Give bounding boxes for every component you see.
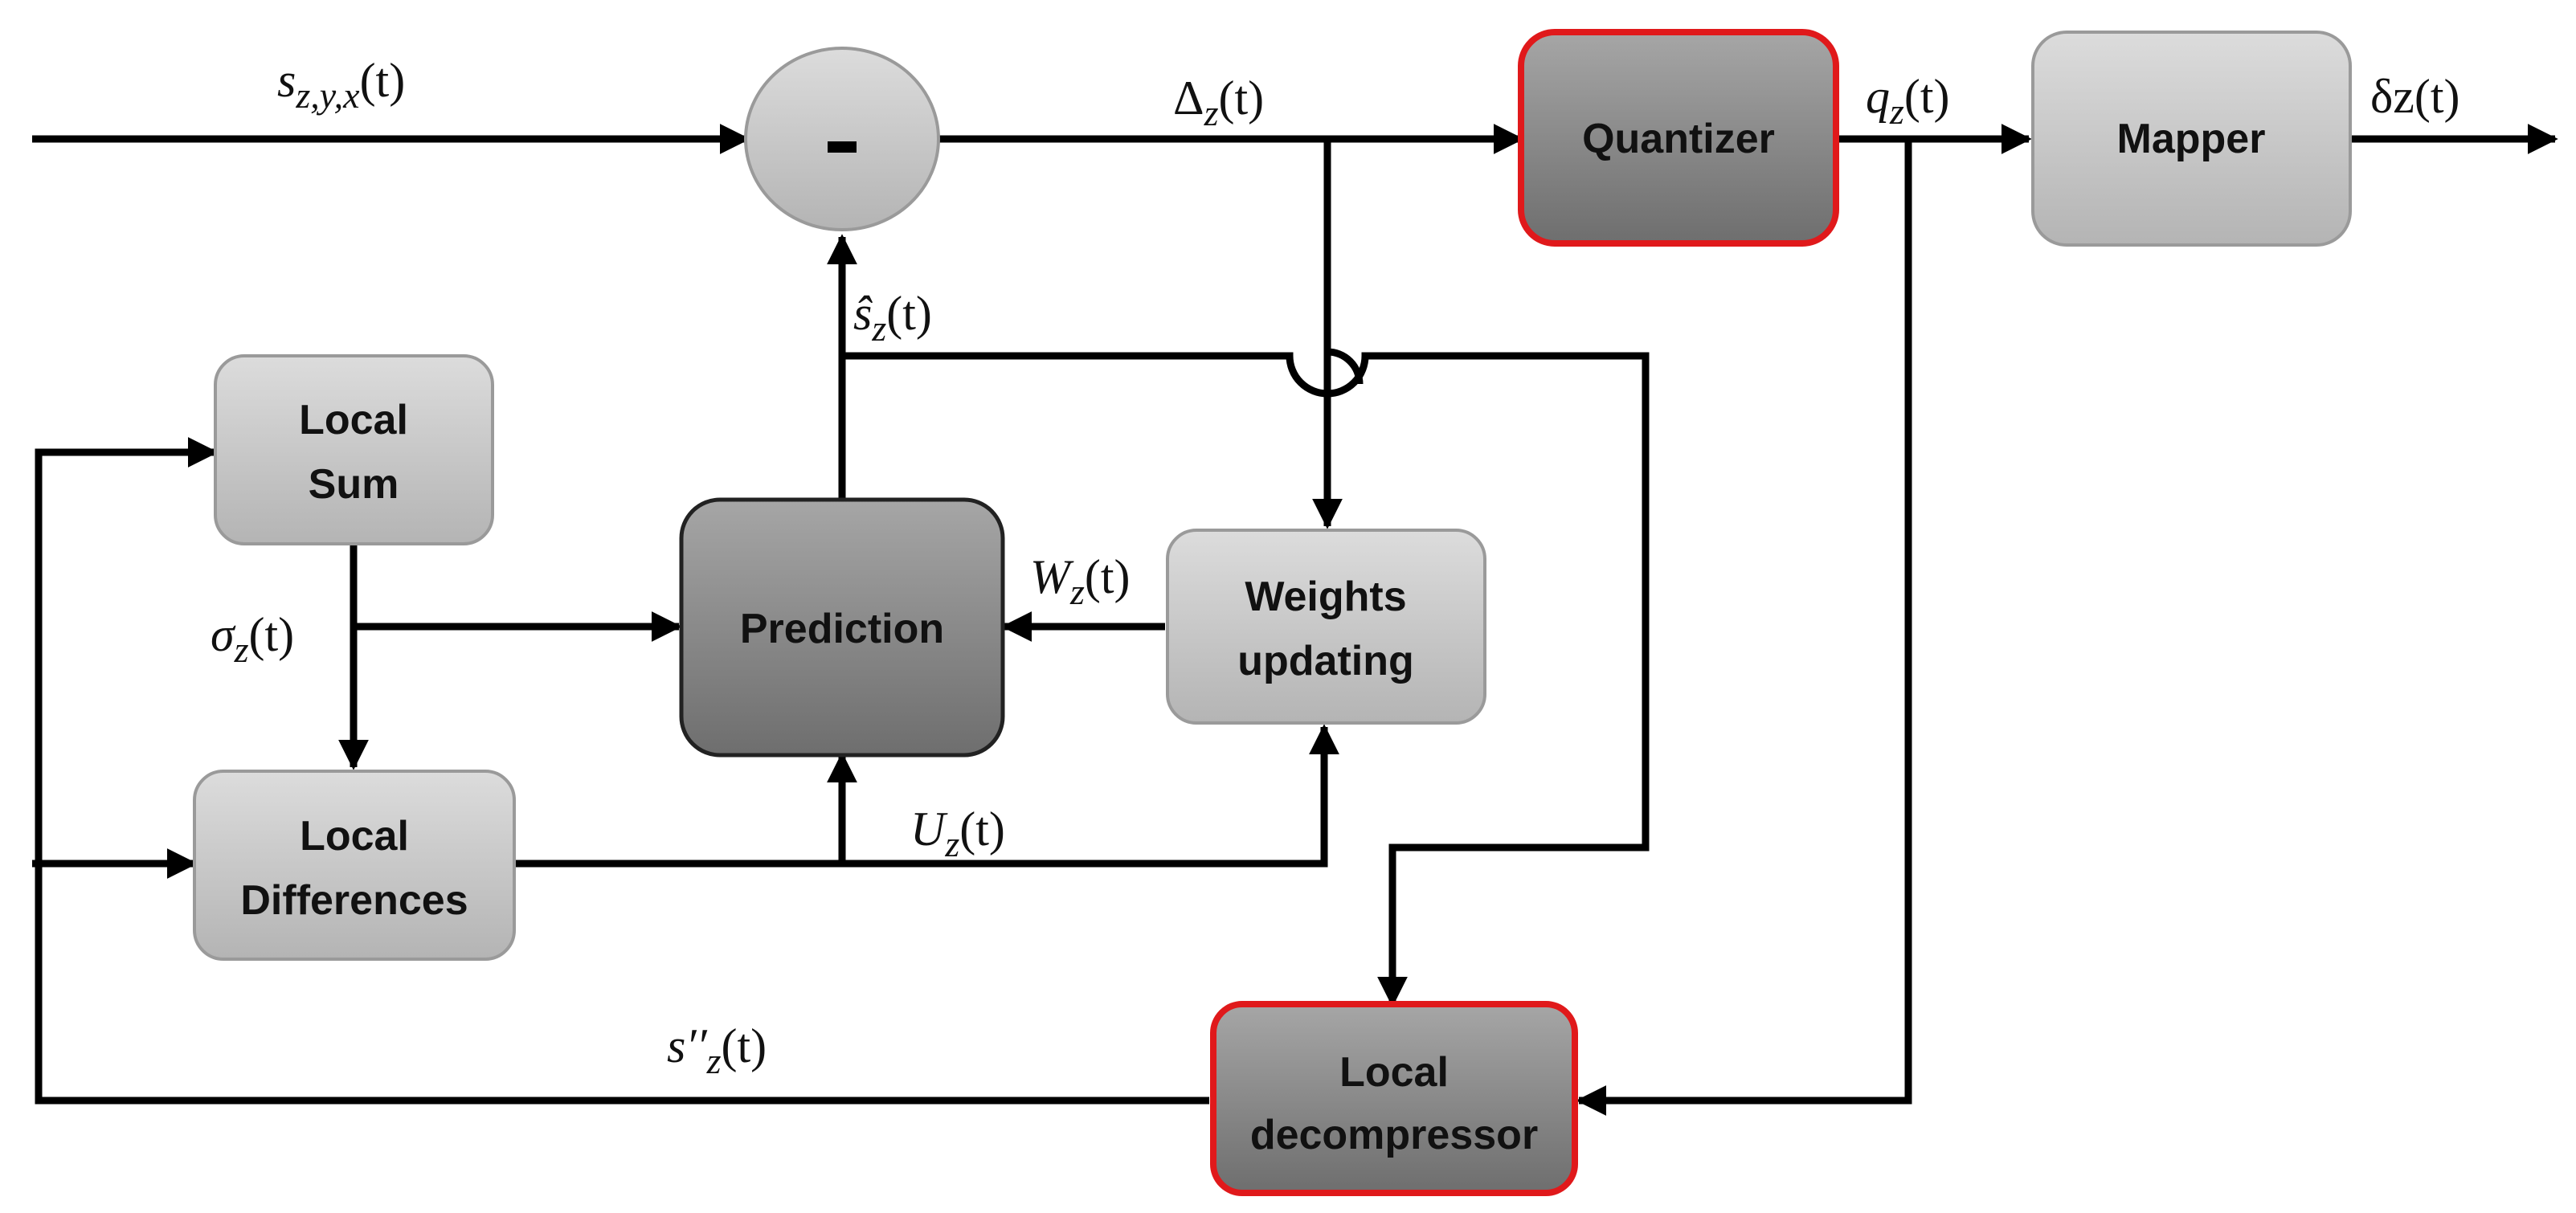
signal-label-local-diff: Uz(t): [910, 803, 1005, 864]
weights-updating-label-line1: Weights: [1245, 574, 1406, 620]
wire-residual-to-weights: [1323, 139, 1364, 385]
wire-quantized-to-decompressor: [1576, 139, 1912, 1116]
local-decompressor-block: Local decompressor: [1210, 1001, 1578, 1196]
local-sum-label-line1: Local: [299, 397, 408, 443]
subtractor: [744, 47, 940, 231]
signal-label-quantized: qz(t): [1866, 70, 1950, 132]
wire-feedback-to-localsum: [35, 437, 1209, 1105]
prediction-block: Prediction: [679, 497, 1005, 758]
signal-label-input: sz,y,x(t): [277, 54, 405, 116]
local-differences-block: Local Differences: [193, 770, 516, 961]
weights-updating-label-line2: updating: [1237, 638, 1414, 684]
signal-label-local-sum: σz(t): [211, 608, 294, 670]
local-differences-label-line2: Differences: [240, 877, 468, 924]
local-decompressor-label-line2: decompressor: [1250, 1112, 1538, 1158]
quantizer-block: Quantizer: [1518, 29, 1839, 247]
signal-label-weights: Wz(t): [1030, 550, 1131, 612]
signal-label-prediction: ŝz(t): [853, 287, 932, 349]
wire-prediction-to-decompressor: [842, 352, 1650, 1007]
signal-label-output: δz(t): [2370, 70, 2460, 123]
wires: [32, 124, 2558, 1116]
prediction-label: Prediction: [740, 606, 944, 652]
local-decompressor-label-line1: Local: [1339, 1049, 1449, 1096]
mapper-block: Mapper: [2031, 31, 2352, 247]
local-sum-label-line2: Sum: [309, 461, 399, 508]
quantizer-label: Quantizer: [1582, 116, 1775, 162]
local-differences-label-line1: Local: [300, 813, 409, 860]
weights-updating-block: Weights updating: [1166, 529, 1486, 725]
mapper-label: Mapper: [2117, 116, 2266, 162]
subtractor-circle: [744, 47, 940, 231]
signal-label-reconstructed: s′′z(t): [667, 1019, 767, 1081]
wire-localdiff-to-weights: [516, 724, 1339, 868]
local-sum-block: Local Sum: [214, 354, 494, 545]
signal-label-residual: Δz(t): [1173, 71, 1264, 133]
subtractor-minus-sign: [828, 141, 857, 153]
